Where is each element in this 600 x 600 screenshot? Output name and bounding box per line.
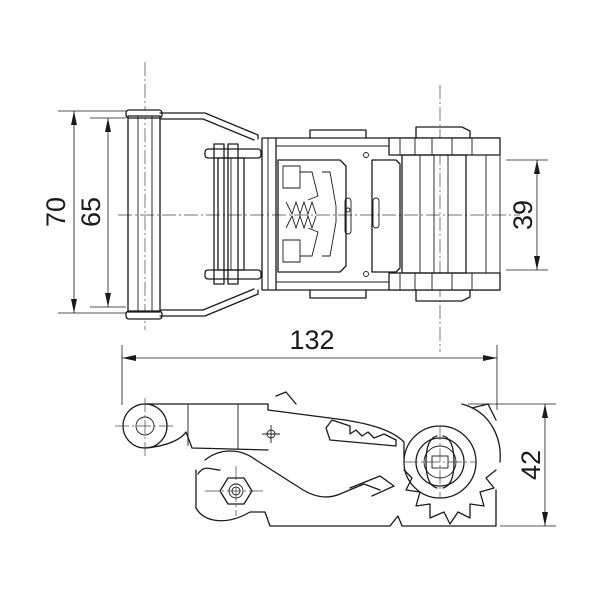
base-plate bbox=[195, 450, 497, 527]
rivet-mark bbox=[262, 425, 280, 443]
dimension-42-label: 42 bbox=[516, 450, 546, 480]
pawl-spring bbox=[285, 200, 317, 230]
ratchet-wheel bbox=[403, 403, 501, 525]
handle-lever bbox=[115, 391, 405, 459]
dimension-39-label: 39 bbox=[508, 200, 538, 230]
side-view: 42 bbox=[115, 391, 556, 527]
handle-side-plates bbox=[159, 112, 259, 317]
dimension-39: 39 bbox=[506, 159, 548, 271]
ratchet-body bbox=[277, 152, 401, 277]
dimension-132-label: 132 bbox=[289, 325, 334, 355]
dimension-65: 65 bbox=[76, 117, 126, 308]
spindle-gears bbox=[388, 126, 501, 302]
release-pawl bbox=[325, 419, 397, 447]
handle-crossbar bbox=[204, 143, 262, 285]
dimension-42: 42 bbox=[468, 403, 556, 527]
hex-nut bbox=[205, 466, 266, 516]
handle-pin bbox=[125, 109, 163, 320]
dimension-132: 132 bbox=[121, 325, 498, 410]
dimension-70: 70 bbox=[41, 110, 126, 314]
top-view: 70 65 39 bbox=[41, 62, 548, 352]
dimension-70-label: 70 bbox=[41, 197, 71, 227]
dimension-65-label: 65 bbox=[76, 197, 106, 227]
